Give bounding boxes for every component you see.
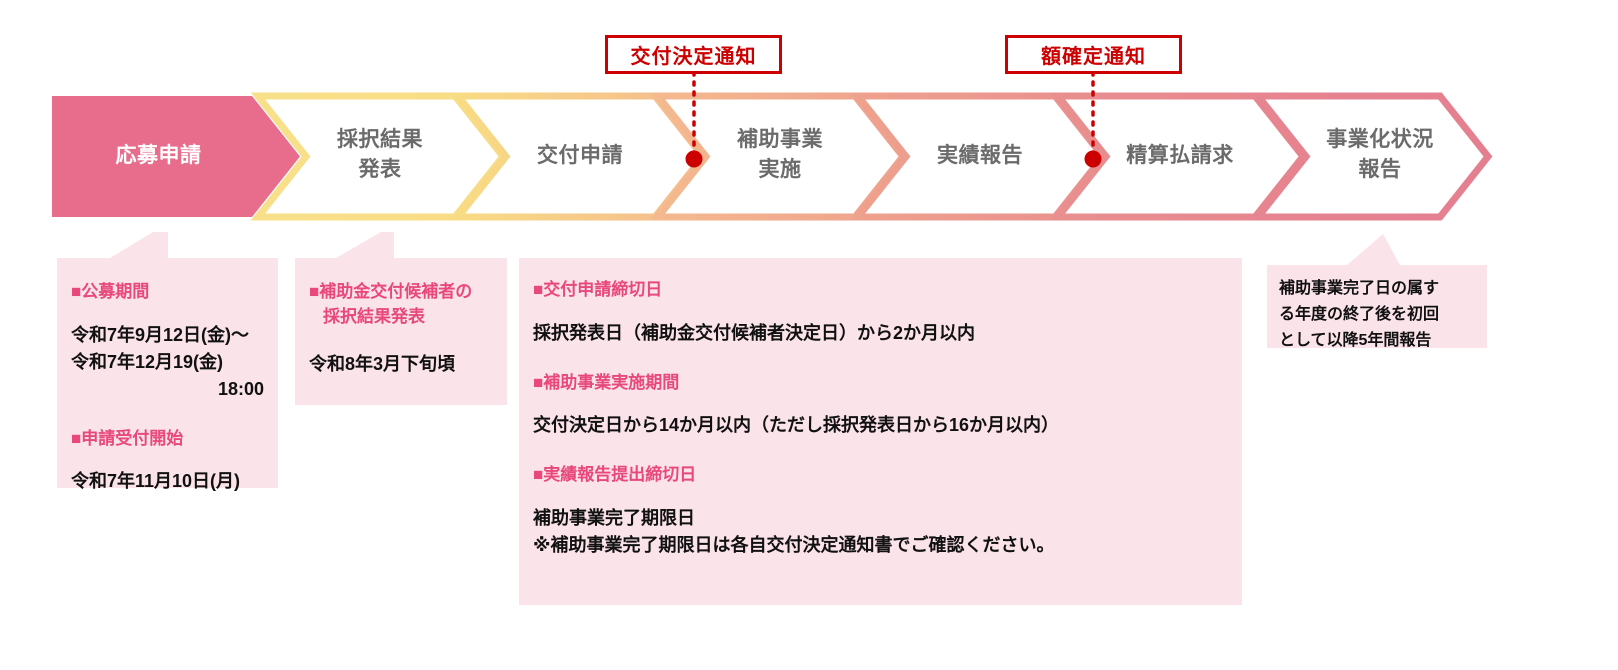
info2-heading-line1: ■補助金交付候補者の xyxy=(309,282,473,301)
info-box-jigyouka-jyoukyou: 補助事業完了日の属す る年度の終了後を初回 として以降5年間報告 xyxy=(1267,265,1487,349)
step-label-5: 実績報告 xyxy=(937,144,1023,167)
info-box-saitaku-kekka: ■補助金交付候補者の 採択結果発表 令和8年3月下旬頃 xyxy=(295,258,507,405)
step-label-3: 交付申請 xyxy=(537,144,623,167)
callout-tail-2 xyxy=(336,232,394,258)
info3-heading-1: ■交付申請締切日 xyxy=(533,280,663,299)
info2-heading-line2: 採択結果発表 xyxy=(323,306,425,326)
info3-body-3-line1: 補助事業完了期限日 xyxy=(533,507,695,528)
info2-body: 令和8年3月下旬頃 xyxy=(309,354,456,375)
info1-body-line1: 令和7年9月12日(金)〜 xyxy=(71,324,250,345)
info3-body-1: 採択発表日（補助金交付候補者決定日）から2か月以内 xyxy=(533,322,976,343)
info1-heading-2: ■申請受付開始 xyxy=(71,428,184,448)
step-label-7: 事業化状況 報告 xyxy=(1326,128,1434,182)
info1-body-line2: 令和7年12月19(金) xyxy=(71,351,224,372)
step-label-6: 精算払請求 xyxy=(1126,144,1234,167)
info4-body: 補助事業完了日の属す る年度の終了後を初回 として以降5年間報告 xyxy=(1279,280,1440,349)
notice-box-koufu-kettei: 交付決定通知 xyxy=(605,35,782,74)
callout-tail-4 xyxy=(1347,234,1400,265)
notice-label-2: 額確定通知 xyxy=(1041,46,1146,68)
info3-body-3-line2: ※補助事業完了期限日は各自交付決定通知書でご確認ください。 xyxy=(533,534,1055,555)
notice-box-gaku-kakutei: 額確定通知 xyxy=(1005,35,1182,74)
step-label-4: 補助事業 実施 xyxy=(737,128,823,182)
info1-heading-1: ■公募期間 xyxy=(71,282,150,301)
info3-heading-3: ■実績報告提出締切日 xyxy=(533,465,697,485)
step-label-1: 応募申請 xyxy=(115,144,202,167)
info3-heading-2: ■補助事業実施期間 xyxy=(533,372,680,392)
callout-tail-1 xyxy=(110,232,168,258)
info1-body-line3: 18:00 xyxy=(217,378,264,399)
info-box-schedule-details: ■交付申請締切日 採択発表日（補助金交付候補者決定日）から2か月以内 ■補助事業… xyxy=(519,258,1242,605)
notice-label-1: 交付決定通知 xyxy=(630,46,757,68)
step-label-2: 採択結果 発表 xyxy=(337,128,423,182)
info3-body-2: 交付決定日から14か月以内（ただし採択発表日から16か月以内） xyxy=(533,415,1060,436)
info-box-koubo-kikan: ■公募期間 令和7年9月12日(金)〜 令和7年12月19(金) 18:00 ■… xyxy=(57,258,278,491)
info1-body-2: 令和7年11月10日(月) xyxy=(71,471,241,492)
